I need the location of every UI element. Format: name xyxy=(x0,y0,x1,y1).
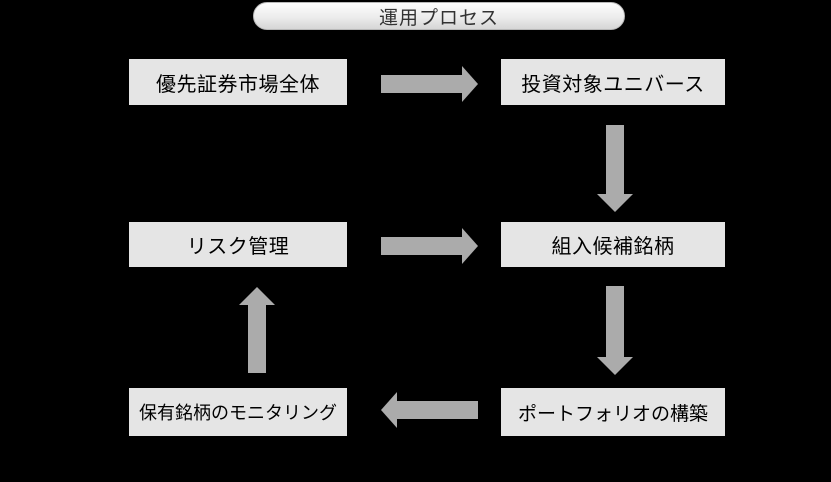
flow-box-market: 優先証券市場全体 xyxy=(129,59,347,105)
flow-box-holdings-monitoring-label: 保有銘柄のモニタリング xyxy=(139,403,337,424)
arrow-head xyxy=(597,357,633,375)
arrow-head xyxy=(381,392,397,428)
diagram-title-pill: 運用プロセス xyxy=(253,2,625,30)
arrow-shaft xyxy=(606,125,624,194)
flow-box-candidate-stocks: 組入候補銘柄 xyxy=(501,222,725,267)
flow-box-portfolio-construction: ポートフォリオの構築 xyxy=(501,388,725,436)
flow-box-universe-label: 投資対象ユニバース xyxy=(521,71,705,96)
arrow-head xyxy=(239,287,275,305)
arrow-down-universe-to-candidates-icon xyxy=(597,125,633,212)
arrow-shaft xyxy=(606,286,624,357)
arrow-left-portfolio-to-monitoring-icon xyxy=(381,392,478,428)
flow-box-risk-management: リスク管理 xyxy=(129,222,347,267)
arrow-head xyxy=(462,228,478,264)
arrow-shaft xyxy=(381,237,462,255)
diagram-title: 運用プロセス xyxy=(378,6,499,29)
flow-box-risk-management-label: リスク管理 xyxy=(186,234,290,258)
flow-box-market-label: 優先証券市場全体 xyxy=(156,71,320,96)
arrow-down-candidates-to-portfolio-icon xyxy=(597,286,633,375)
arrow-head xyxy=(597,194,633,212)
arrow-right-market-to-universe-icon xyxy=(381,66,478,102)
flow-box-holdings-monitoring: 保有銘柄のモニタリング xyxy=(129,388,347,436)
flow-box-candidate-stocks-label: 組入候補銘柄 xyxy=(551,234,675,258)
arrow-shaft xyxy=(397,401,478,419)
flow-box-universe: 投資対象ユニバース xyxy=(501,59,725,105)
arrow-shaft xyxy=(248,305,266,373)
arrow-shaft xyxy=(381,75,462,93)
flow-box-portfolio-construction-label: ポートフォリオの構築 xyxy=(517,402,708,425)
arrow-up-monitoring-to-risk-icon xyxy=(239,287,275,373)
arrow-head xyxy=(462,66,478,102)
arrow-right-risk-to-candidates-icon xyxy=(381,228,478,264)
